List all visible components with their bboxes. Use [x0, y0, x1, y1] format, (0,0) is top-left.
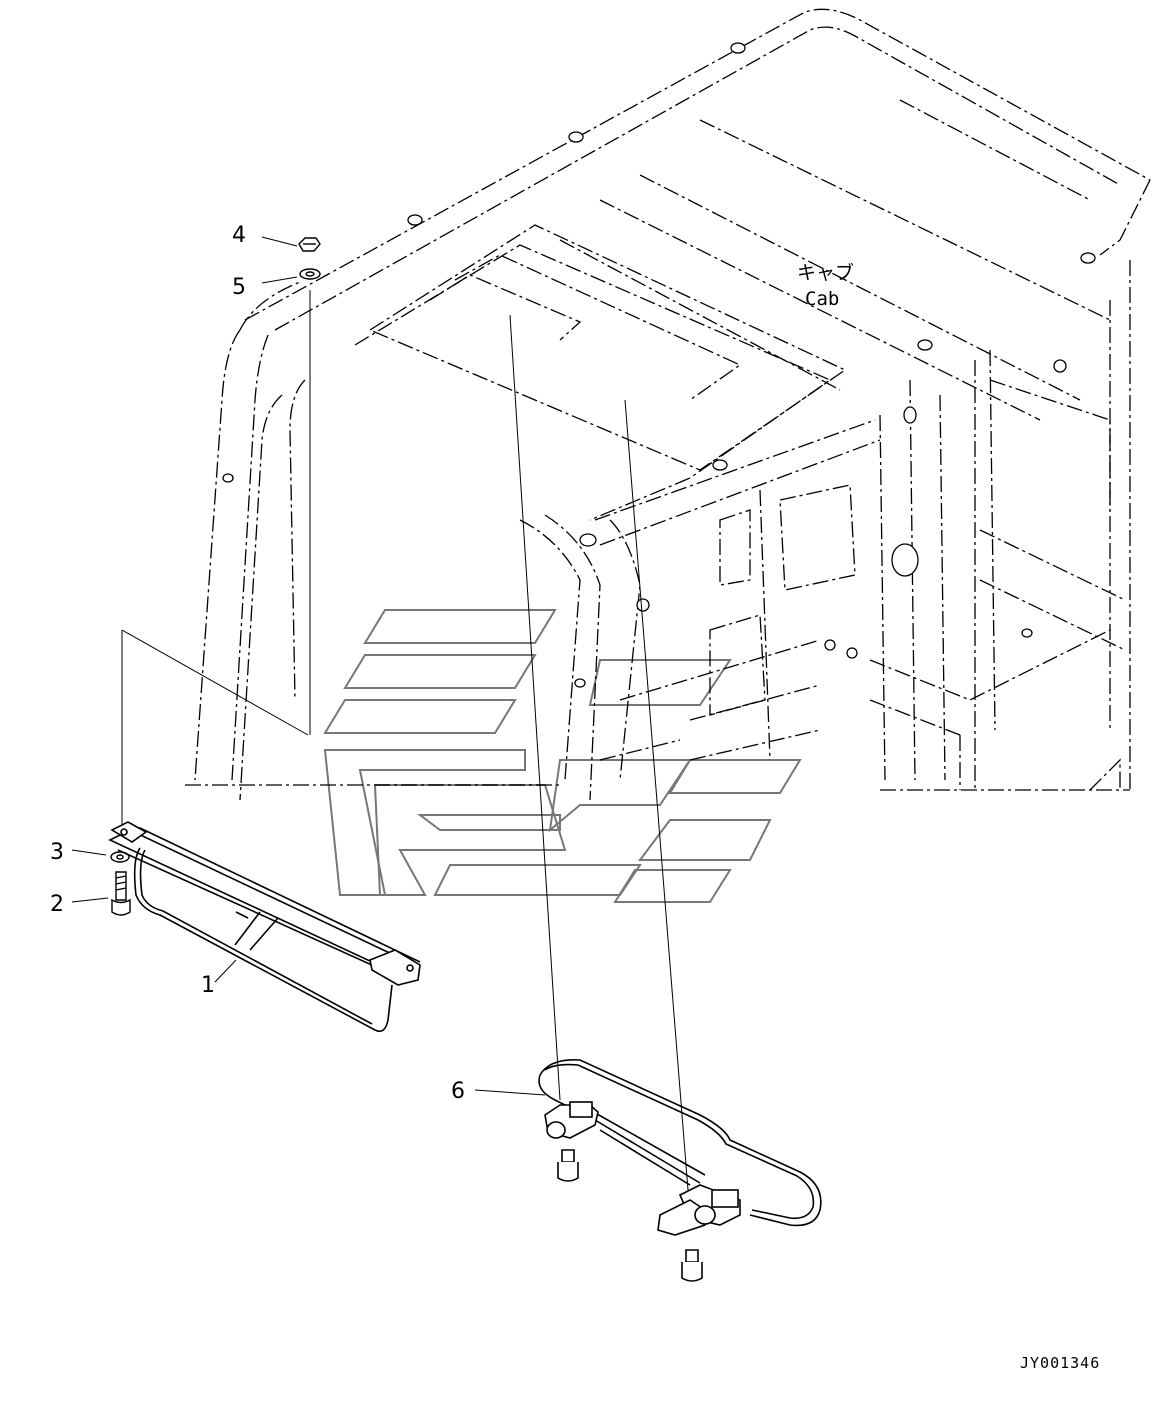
part-5-washer [299, 268, 321, 280]
part-6-sun-visor-assembly [538, 1058, 822, 1282]
part-2-bolt [111, 871, 131, 916]
callout-1: 1 [201, 973, 215, 998]
watermark-logo [323, 609, 802, 903]
callout-3: 3 [50, 840, 64, 865]
cab-outline [185, 8, 1151, 801]
callout-2: 2 [50, 892, 64, 917]
callout-5: 5 [232, 275, 246, 300]
document-id: JY001346 [1020, 1354, 1100, 1372]
cab-bolts [222, 42, 1096, 688]
part-1-sun-visor [108, 821, 421, 1033]
cab-label-jp: キャブ [797, 261, 854, 284]
cab-label-en: Cab [805, 288, 839, 310]
leader-lines [71, 236, 691, 1216]
cab-label: キャブ Cab [797, 261, 854, 310]
callout-4: 4 [232, 223, 246, 248]
callout-6: 6 [451, 1079, 465, 1104]
callout-labels: 1 2 3 4 5 6 [50, 223, 465, 1104]
part-3-washer [110, 851, 130, 863]
part-4-nut [298, 237, 321, 252]
